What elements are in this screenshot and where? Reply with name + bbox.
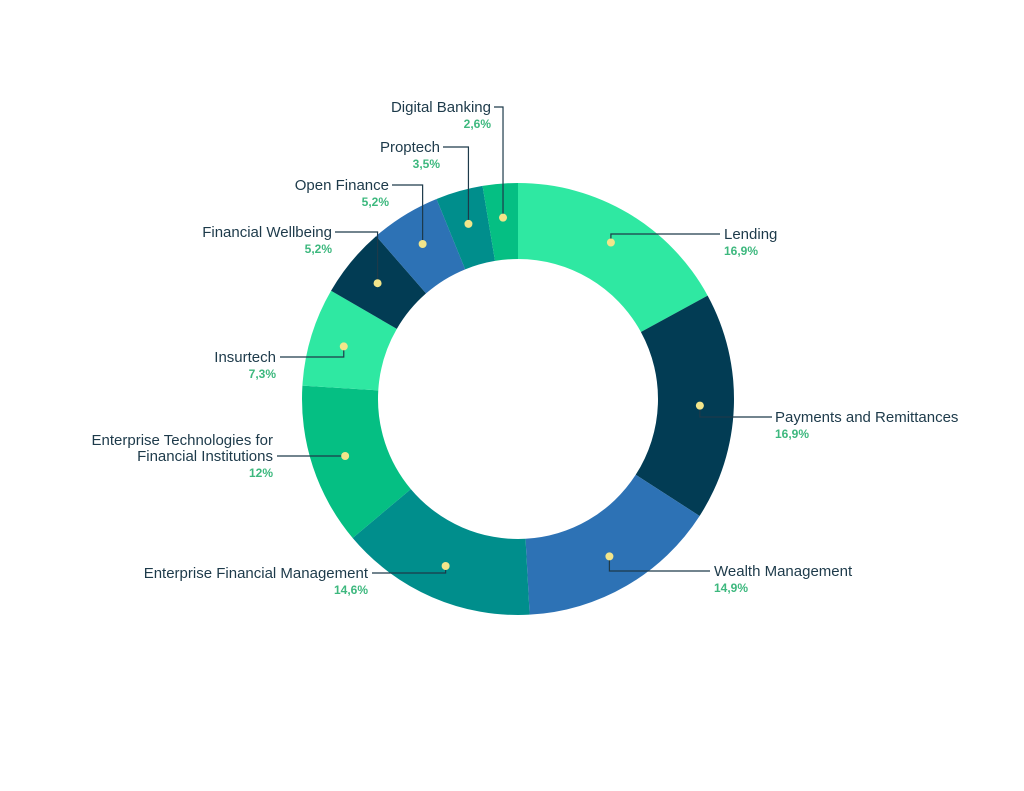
leader-line-proptech — [443, 146, 470, 224]
leader-line-open-finance — [392, 184, 424, 244]
slice-insurtech — [302, 290, 397, 391]
slice-dot-payments-and-remittances — [695, 401, 704, 410]
slice-label-enterprise-technologies-for-financial-institutions-line-1: Enterprise Technologies for — [92, 432, 274, 449]
leader-line-wealth-management — [608, 556, 710, 572]
slice-dot-open-finance — [418, 239, 427, 248]
slice-label-payments-and-remittances: Payments and Remittances — [775, 409, 958, 426]
slice-label-digital-banking: Digital Banking — [391, 99, 491, 116]
slice-lending — [518, 182, 708, 332]
slice-label-proptech: Proptech — [380, 139, 440, 156]
slice-value-open-finance: 5,2% — [362, 195, 390, 209]
slice-value-insurtech: 7,3% — [249, 367, 277, 381]
slice-label-insurtech: Insurtech — [214, 349, 276, 366]
slice-value-enterprise-technologies-for-financial-institutions: 12% — [249, 466, 273, 480]
slice-payments-and-remittances — [635, 295, 734, 516]
slice-wealth-management — [525, 474, 700, 615]
slice-enterprise-financial-management — [352, 489, 530, 615]
slice-digital-banking — [482, 183, 518, 261]
slice-label-enterprise-technologies-for-financial-institutions-line-2: Financial Institutions — [137, 448, 273, 465]
slice-dot-enterprise-financial-management — [441, 561, 450, 570]
slice-value-enterprise-financial-management: 14,6% — [334, 583, 368, 597]
slice-label-enterprise-financial-management: Enterprise Financial Management — [144, 565, 369, 582]
slice-value-proptech: 3,5% — [413, 157, 441, 171]
slice-proptech — [436, 185, 496, 270]
slice-label-financial-wellbeing: Financial Wellbeing — [202, 224, 332, 241]
slice-dot-wealth-management — [605, 552, 614, 561]
slice-value-financial-wellbeing: 5,2% — [305, 242, 333, 256]
slice-dot-digital-banking — [499, 213, 508, 222]
slice-dot-enterprise-technologies-for-financial-institutions — [341, 452, 350, 461]
slice-enterprise-technologies-for-financial-institutions — [302, 385, 411, 538]
slice-value-digital-banking: 2,6% — [464, 117, 492, 131]
slice-dot-proptech — [464, 219, 473, 228]
slice-label-lending: Lending — [724, 226, 777, 243]
slice-dot-financial-wellbeing — [373, 279, 382, 288]
leader-line-digital-banking — [494, 106, 504, 218]
leader-line-financial-wellbeing — [335, 231, 379, 284]
slice-dot-lending — [606, 238, 615, 247]
donut-slices — [302, 182, 734, 615]
slice-value-lending: 16,9% — [724, 244, 758, 258]
slice-label-open-finance: Open Finance — [295, 177, 389, 194]
slice-dot-insurtech — [339, 342, 348, 351]
slice-value-payments-and-remittances: 16,9% — [775, 427, 809, 441]
slice-value-wealth-management: 14,9% — [714, 581, 748, 595]
slice-label-wealth-management: Wealth Management — [714, 563, 853, 580]
